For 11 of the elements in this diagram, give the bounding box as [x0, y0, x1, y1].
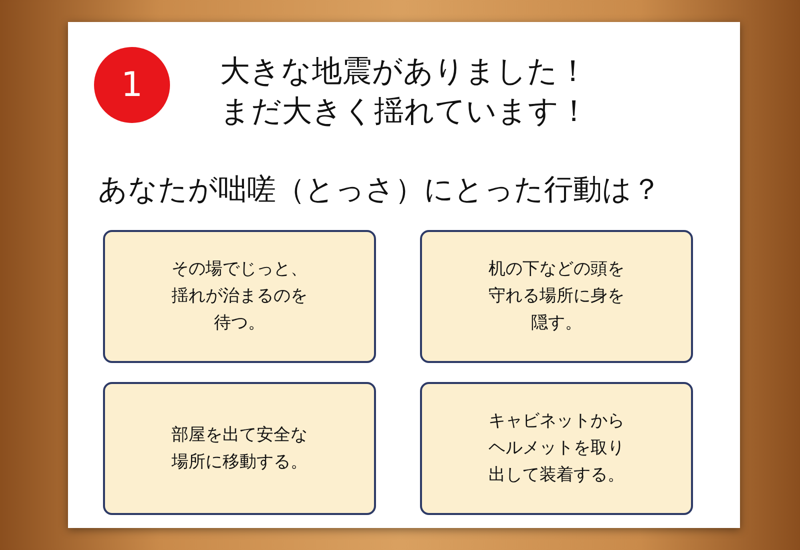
option-text: その場でじっと、揺れが治まるのを待つ。	[170, 258, 308, 335]
answer-option-card	[420, 382, 693, 515]
option-text: キャビネットからヘルメットを取り出して装着する。	[488, 410, 626, 487]
number-badge: 1	[94, 47, 170, 123]
option-text: 机の下などの頭を守れる場所に身を隠す。	[488, 258, 626, 335]
answer-option-card	[103, 230, 376, 363]
question-text: あなたが咄嗟（とっさ）にとった行動は？	[98, 171, 662, 208]
option-text: 部屋を出て安全な場所に移動する。	[170, 424, 308, 474]
answer-option-card	[103, 382, 376, 515]
answer-option-card	[420, 230, 693, 363]
slide-title: 大きな地震がありました！まだ大きく揺れています！	[220, 53, 590, 131]
